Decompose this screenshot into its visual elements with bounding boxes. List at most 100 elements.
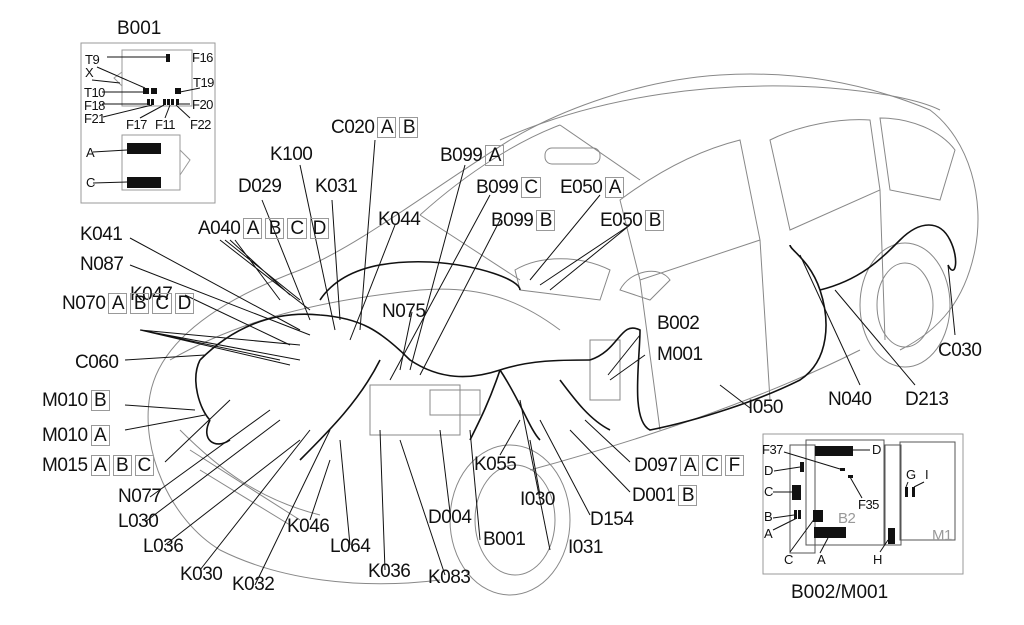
car-body-outline (149, 73, 979, 396)
inset-b002-mark-b2: B2 (838, 510, 856, 527)
callout-k036: K036 (368, 561, 411, 582)
callout-k044: K044 (378, 209, 421, 230)
callout-d154: D154 (590, 510, 634, 530)
connector-variant-box: A (377, 117, 397, 138)
callout-d004: D004 (428, 508, 472, 528)
connector-variant-box: A (90, 425, 110, 446)
inset-b002-label-f37: F37 (762, 442, 783, 457)
callout-l036: L036 (143, 537, 184, 557)
callout-id: K046 (287, 516, 330, 537)
inset-b001-label-f20: F20 (192, 97, 213, 112)
connector-variant-box: B (90, 390, 110, 411)
inset-b002-leaders (772, 449, 925, 554)
inset-b001-label-f16: F16 (192, 50, 213, 65)
inset-b001-label-t9: T9 (85, 52, 100, 67)
callout-id: L030 (118, 511, 159, 532)
callout-id: K041 (80, 224, 123, 245)
callout-id: D029 (238, 176, 282, 197)
callout-b001: B001 (483, 530, 526, 550)
callout-n077: N077 (118, 486, 162, 507)
callout-id: N087 (80, 254, 124, 275)
callout-k055: K055 (474, 454, 517, 475)
inset-b002-modules (789, 439, 956, 554)
inset-b002-label-i: I (925, 467, 929, 482)
callout-id: M010 (42, 424, 88, 446)
callout-id: B002 (657, 313, 700, 334)
inset-b001-label-x: X (85, 65, 94, 80)
callout-m001: M001 (657, 345, 703, 365)
front-bumper (147, 394, 441, 585)
inset-b002-connectors (792, 446, 915, 544)
callout-id: N075 (382, 301, 426, 322)
inset-b002-label-c-left: C (764, 484, 773, 499)
callout-id: K030 (180, 564, 223, 585)
callout-id: I050 (748, 397, 783, 418)
inset-b001-label-f21: F21 (84, 111, 105, 126)
connector-variant-box: C (521, 177, 541, 198)
connector-variant-box: C (702, 455, 722, 476)
front-wheel (449, 444, 571, 596)
inset-b002-label-g: G (906, 467, 916, 482)
callout-id: K100 (270, 144, 313, 165)
connector-variant-box: A (680, 455, 700, 476)
callout-id: C060 (75, 352, 119, 373)
inset-b001-connectors (127, 54, 181, 188)
connector-variant-box: A (108, 293, 128, 314)
inset-b002-label-h: H (873, 552, 882, 567)
callout-id: N040 (828, 389, 872, 410)
callout-id: B099 (476, 176, 519, 198)
front-wheel-rim (474, 464, 556, 576)
connector-variant-box: A (485, 145, 505, 166)
ecu-module (589, 339, 621, 401)
callout-id: E050 (560, 176, 603, 198)
mirror (619, 270, 671, 301)
callout-k041: K041 (80, 224, 123, 245)
callout-id: N070 (62, 292, 106, 314)
inset-b001-frame (80, 42, 216, 204)
callout-id: K055 (474, 454, 517, 475)
callout-id: M010 (42, 389, 88, 411)
callout-id: D001 (632, 484, 676, 506)
inset-b002-label-a-bottom: A (817, 552, 826, 567)
rear-door-window (769, 119, 881, 231)
front-door-window (619, 139, 761, 281)
callout-id: N077 (118, 486, 162, 507)
callout-i030: I030 (520, 490, 555, 510)
callout-id: C020 (331, 116, 375, 138)
callout-n087: N087 (80, 254, 124, 275)
callout-k031: K031 (315, 176, 358, 197)
rear-view-mirror (544, 147, 601, 165)
callout-l064: L064 (330, 537, 371, 557)
callout-id: D097 (634, 454, 678, 476)
inset-b001-label-f17: F17 (126, 117, 147, 132)
connector-variant-box: B (130, 293, 150, 314)
inset-b001-title: B001 (117, 18, 162, 39)
callout-id: K031 (315, 176, 358, 197)
connector-variant-box: A (605, 177, 625, 198)
callout-c060: C060 (75, 352, 119, 373)
connector-variant-box: B (678, 485, 698, 506)
inset-b002-label-d-left: D (764, 463, 773, 478)
dashboard (514, 258, 611, 301)
side-sill (529, 349, 861, 471)
connector-variant-box: B (536, 210, 556, 231)
rear-wheel-rim (876, 262, 934, 348)
callout-d029: D029 (238, 176, 282, 197)
door-line (639, 189, 886, 431)
callout-id: C030 (938, 340, 982, 361)
callout-id: K036 (368, 561, 411, 582)
callout-id: K044 (378, 209, 421, 230)
callout-k030: K030 (180, 564, 223, 585)
callout-id: B099 (440, 144, 483, 166)
rear-window (879, 117, 956, 201)
connector-variant-box: C (152, 293, 172, 314)
battery (369, 384, 461, 436)
